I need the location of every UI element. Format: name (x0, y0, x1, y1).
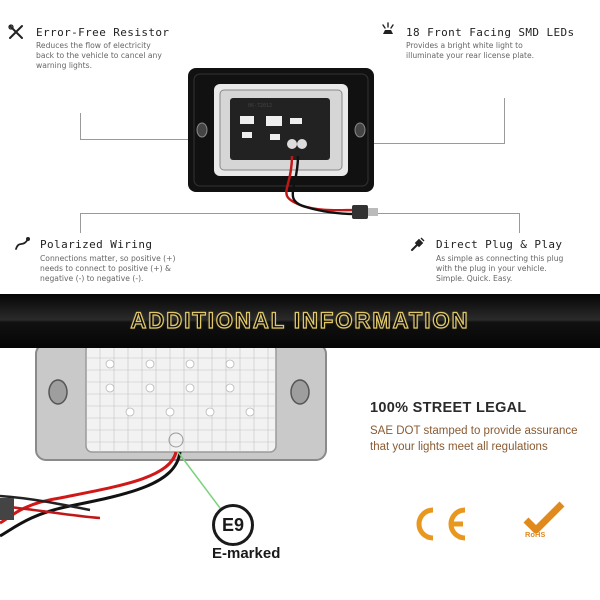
wiring-icon (15, 237, 30, 250)
feature-title-wiring: Polarized Wiring (40, 238, 153, 251)
callout-line (519, 213, 520, 233)
callout-line (80, 213, 520, 214)
e9-badge: E9 (212, 504, 254, 546)
e9-badge-text: E9 (221, 514, 245, 535)
feature-desc-leds: Provides a bright white light to illumin… (406, 41, 535, 61)
led-light-icon (382, 22, 394, 34)
tools-icon (8, 24, 23, 39)
additional-info-banner: ADDITIONAL INFORMATION (0, 294, 600, 348)
feature-desc-resistor: Reduces the flow of electricity back to … (36, 41, 162, 71)
banner-title: ADDITIONAL INFORMATION (130, 307, 470, 333)
rohs-check-icon (523, 501, 565, 534)
callout-line (504, 98, 505, 143)
feature-title-resistor: Error-Free Resistor (36, 26, 170, 39)
feature-desc-plug: As simple as connecting this plug with t… (436, 254, 564, 284)
product-lamp-top (188, 68, 378, 219)
callout-line (80, 113, 81, 139)
emarked-label: E-marked (212, 545, 281, 562)
feature-title-leds: 18 Front Facing SMD LEDs (406, 26, 575, 39)
product-lamp-bottom (0, 348, 327, 538)
street-legal-description: SAE DOT stamped to provide assurance tha… (370, 425, 578, 453)
feature-desc-wiring: Connections matter, so positive (+) need… (40, 254, 176, 284)
plug-icon (411, 237, 425, 251)
ce-mark-icon (416, 507, 466, 541)
feature-title-plug: Direct Plug & Play (436, 238, 563, 251)
pcb-label: 06-72012 (248, 103, 273, 109)
callout-line (80, 139, 213, 140)
rohs-label: RoHS (525, 530, 546, 539)
callout-line (305, 143, 505, 144)
street-legal-title: 100% STREET LEGAL (370, 400, 527, 416)
callout-line (80, 213, 81, 233)
